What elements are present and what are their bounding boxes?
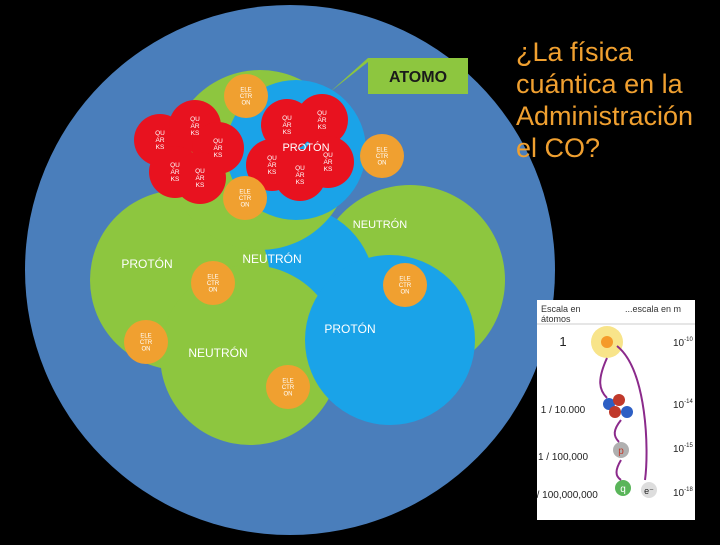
electron-letter: e⁻	[644, 486, 654, 496]
proton-label: PROTÓN	[324, 321, 375, 336]
neutron-label: NEUTRÓN	[188, 345, 247, 360]
proton-ball	[613, 394, 625, 406]
atom-label: ATOMO	[389, 69, 447, 86]
title-line: ¿La física	[516, 36, 716, 68]
proton-ball	[609, 406, 621, 418]
inset-graphic: 1 1 / 10.000 1 / 100,000 1 / 100,000,000…	[537, 300, 695, 520]
scale-fraction: 1	[559, 334, 566, 349]
scale-arrow	[617, 460, 622, 480]
neutron-ball	[621, 406, 633, 418]
scale-fraction: 1 / 100,000	[538, 452, 588, 463]
scale-power: 10-15	[673, 443, 693, 455]
scale-fraction: 1 / 100,000,000	[537, 490, 598, 501]
slide-title: ¿La física cuántica en la Administración…	[516, 36, 716, 164]
scale-power: 10-14	[673, 399, 693, 411]
neutron-label: NEUTRÓN	[353, 218, 407, 231]
scale-inset: Escala en átomos ...escala en m 1 1 / 10…	[537, 300, 695, 520]
proton-label: PROTÓN	[121, 256, 172, 271]
title-line: cuántica en la	[516, 68, 716, 100]
scale-power: 10-18	[673, 487, 693, 499]
scale-power: 10-10	[673, 337, 693, 349]
neutron-label: NEUTRÓN	[242, 251, 301, 266]
proton-label: PROTÓN	[282, 141, 329, 154]
title-line: Administración	[516, 100, 716, 132]
scale-fraction: 1 / 10.000	[541, 405, 586, 416]
quark-letter: q	[620, 484, 626, 495]
scale-arrow	[615, 420, 621, 442]
proton-letter: p	[618, 446, 624, 457]
title-line: el CO?	[516, 132, 716, 164]
atom-core	[601, 336, 613, 348]
scale-powers: 10-10 10-14 10-15 10-18	[673, 337, 693, 499]
scale-arrow	[600, 358, 607, 398]
